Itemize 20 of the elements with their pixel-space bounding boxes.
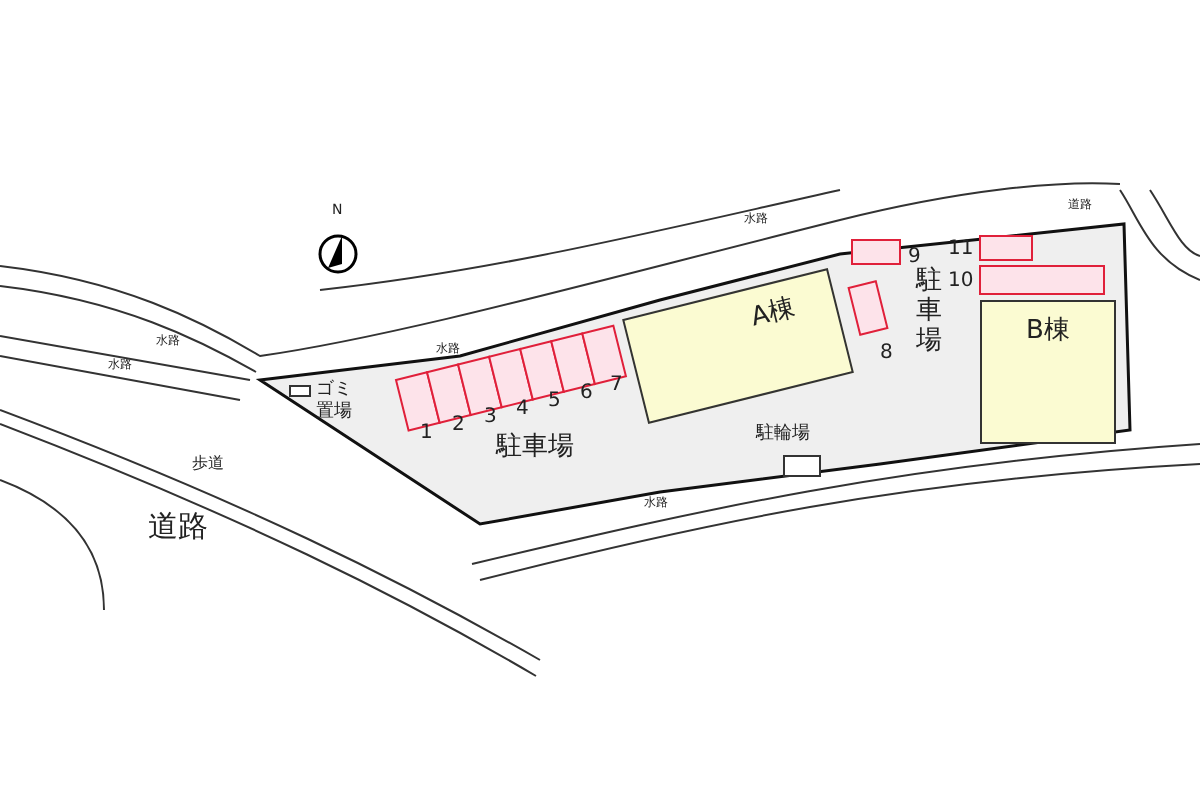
parking-number: 7 — [610, 376, 623, 396]
parking-lot-label: 駐車場 — [496, 434, 574, 460]
road-label: 道路 — [148, 512, 208, 542]
sidewalk-label: 歩道 — [192, 456, 224, 472]
parking-number: 9 — [908, 248, 921, 268]
parking-number: 6 — [580, 384, 593, 404]
parking-number: 11 — [948, 240, 974, 260]
building — [980, 300, 1116, 444]
parking-number: 10 — [948, 272, 974, 292]
bicycle-parking-label: 駐輪場 — [756, 426, 810, 444]
parking-number: 3 — [484, 408, 497, 428]
parking-number: 2 — [452, 416, 465, 436]
parking-number: 4 — [516, 400, 529, 420]
garbage-area-label: ゴミ置場 — [316, 380, 354, 424]
building-name: A棟 — [748, 295, 798, 332]
parking-lot-label: 駐車場 — [916, 268, 942, 358]
parking-number: 5 — [548, 392, 561, 412]
parking-number: 8 — [880, 344, 893, 364]
building-name: B棟 — [1026, 318, 1070, 344]
parking-number: 1 — [420, 424, 433, 444]
